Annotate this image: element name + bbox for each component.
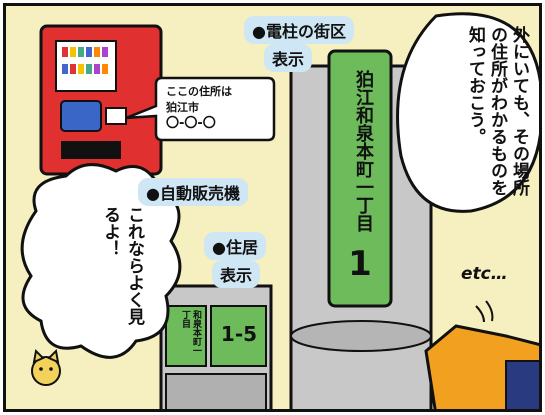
sticker-callout xyxy=(125,76,276,142)
speech-text: 外にいても、その場所の住所がわかるものを知っておこう。 xyxy=(465,26,529,196)
utility-pole-label-2: 表示 xyxy=(264,44,313,72)
utility-pole-label: ●電柱の街区 xyxy=(244,16,354,44)
house-plate-big: 1-5 xyxy=(220,322,258,346)
house-plate-small: 和泉本町一丁目 xyxy=(180,310,201,355)
panel-frame: 外にいても、その場所の住所がわかるものを知っておこう。 これならよく見るよ！ ●… xyxy=(3,3,542,412)
etc-text: etc… xyxy=(461,264,508,284)
vending-machine-label: ●自動販売機 xyxy=(138,178,248,206)
residence-label: ●住居 xyxy=(204,232,266,260)
residence-label-2: 表示 xyxy=(212,260,261,288)
pole-sign-text: 狛江和泉本町一丁目 xyxy=(353,70,374,232)
pole-sign-number: 1 xyxy=(348,244,372,284)
cat-icon xyxy=(31,348,61,386)
speech-bubble xyxy=(396,12,539,213)
house-sign xyxy=(159,284,273,409)
vending-sticker-text: ここの住所は 狛江市 〇-〇-〇 xyxy=(166,85,232,131)
pole-sign-bg xyxy=(327,49,393,308)
character-figure xyxy=(424,300,539,409)
thought-bubble xyxy=(20,163,182,359)
vending-machine xyxy=(39,24,163,176)
scene-illustration xyxy=(20,12,539,409)
thought-text: これならよく見るよ！ xyxy=(100,206,144,325)
